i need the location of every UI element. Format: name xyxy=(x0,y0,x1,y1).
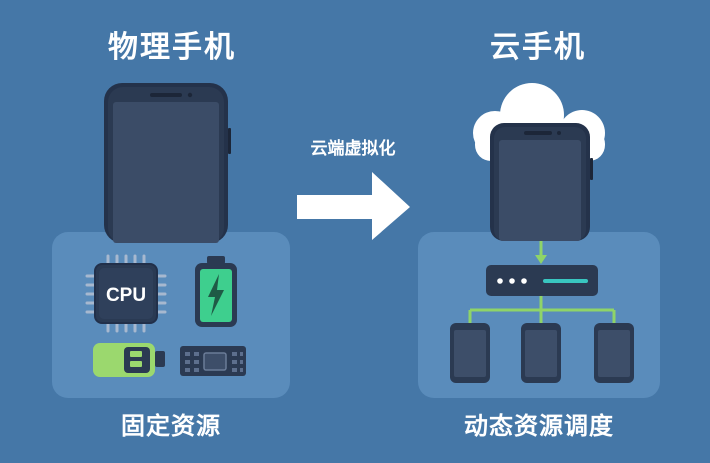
fixed-resources-caption: 固定资源 xyxy=(121,412,221,440)
usb-drive-icon xyxy=(93,343,165,377)
cloud-phone-title: 云手机 xyxy=(490,30,586,65)
virtualization-label: 云端虚拟化 xyxy=(310,139,396,159)
data-flow-arrow-icon xyxy=(535,241,547,264)
cpu-chip-icon: CPU xyxy=(85,254,167,333)
virtual-phone-icon-1 xyxy=(450,323,490,383)
battery-charging-icon xyxy=(195,256,237,327)
cloud-phone-icon xyxy=(490,123,593,241)
physical-resource-panel xyxy=(52,232,290,398)
distribution-lines xyxy=(468,296,616,325)
dynamic-scheduling-caption: 动态资源调度 xyxy=(464,412,614,440)
virtual-phone-icon-3 xyxy=(594,323,634,383)
server-icon xyxy=(486,265,598,296)
virtual-phone-icon-2 xyxy=(521,323,561,383)
memory-module-icon xyxy=(180,346,246,376)
cpu-label: CPU xyxy=(106,285,146,306)
physical-phone-icon xyxy=(104,83,231,243)
virtualization-arrow-icon xyxy=(297,172,410,240)
physical-phone-title: 物理手机 xyxy=(108,30,236,65)
